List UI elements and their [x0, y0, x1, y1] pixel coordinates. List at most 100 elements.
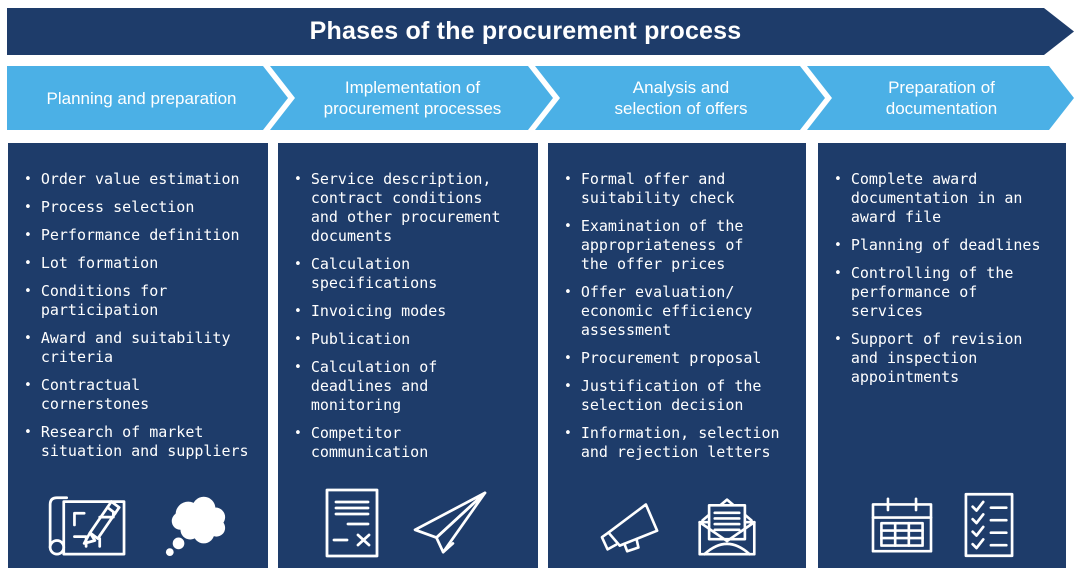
bullet-item: • Research of market situation and suppli… — [24, 423, 260, 461]
bullet-item: • Award and suitability criteria — [24, 329, 260, 367]
bullet-item: • Service description, contract condition… — [294, 170, 530, 246]
bullet-text: Conditions for participation — [40, 282, 168, 319]
bullet-marker: • — [294, 304, 302, 319]
phase-chevron-band: Planning and preparation Implementation … — [7, 66, 1074, 130]
bullet-item: • Formal offer and suitability check — [564, 170, 798, 208]
bullet-marker: • — [834, 266, 842, 281]
phase-label: Analysis and selection of offers — [614, 78, 748, 118]
bullet-item: • Calculation of deadlines and monitoring — [294, 358, 530, 415]
bullet-marker: • — [294, 172, 302, 187]
phase-label: Planning and preparation — [46, 88, 237, 108]
bullet-marker: • — [834, 238, 842, 253]
bullet-text: Offer evaluation/ economic efficiency as… — [580, 283, 753, 339]
paper-plane-icon — [409, 489, 491, 557]
bullet-text: Performance definition — [40, 226, 240, 244]
bullet-marker: • — [834, 172, 842, 187]
blueprint-pencil-icon — [47, 488, 133, 558]
column-analysis: • Formal offer and suitability check • Exam… — [548, 143, 806, 568]
bullet-item: • Controlling of the performance of servi… — [834, 264, 1058, 321]
phase-label: Preparation of documentation — [885, 78, 998, 118]
bullet-marker: • — [834, 332, 842, 347]
bullet-marker: • — [24, 331, 32, 346]
bullet-marker: • — [24, 378, 32, 393]
bullet-text: Process selection — [40, 198, 195, 216]
bullet-text: Invoicing modes — [310, 302, 447, 320]
bullet-marker: • — [564, 426, 572, 441]
bullet-list: • Service description, contract condition… — [278, 143, 538, 462]
open-envelope-letter-icon — [695, 494, 759, 558]
bullet-item: • Information, selection and rejection le… — [564, 424, 798, 462]
thought-bubble-icon — [163, 489, 229, 557]
bullet-list: • Complete award documentation in an awar… — [818, 143, 1066, 387]
bullet-item: • Competitor communication — [294, 424, 530, 462]
bullet-item: • Procurement proposal — [564, 349, 798, 368]
bullet-text: Procurement proposal — [580, 349, 762, 367]
bullet-text: Formal offer and suitability check — [580, 170, 735, 207]
bullet-text: Complete award documentation in an award… — [850, 170, 1023, 226]
bullet-item: • Process selection — [24, 198, 260, 217]
column-implementation: • Service description, contract condition… — [278, 143, 538, 568]
phase-chevron-documentation: Preparation of documentation — [807, 66, 1074, 130]
bullet-marker: • — [24, 200, 32, 215]
bullet-text: Research of market situation and supplie… — [40, 423, 249, 460]
bullet-marker: • — [294, 332, 302, 347]
bullet-marker: • — [24, 228, 32, 243]
bullet-marker: • — [564, 285, 572, 300]
bullet-text: Publication — [310, 330, 411, 348]
calendar-icon — [870, 496, 934, 554]
bullet-item: • Order value estimation — [24, 170, 260, 189]
bullet-text: Controlling of the performance of servic… — [850, 264, 1014, 320]
bullet-item: • Support of revision and inspection appo… — [834, 330, 1058, 387]
bullet-text: Competitor communication — [310, 424, 429, 461]
bullet-item: • Justification of the selection decision — [564, 377, 798, 415]
icon-row — [8, 488, 268, 558]
bullet-item: • Invoicing modes — [294, 302, 530, 321]
bullet-item: • Lot formation — [24, 254, 260, 273]
bullet-text: Calculation of deadlines and monitoring — [310, 358, 438, 414]
icon-row — [818, 492, 1066, 558]
bullet-text: Information, selection and rejection let… — [580, 424, 780, 461]
bullet-text: Examination of the appropriateness of th… — [580, 217, 744, 273]
bullet-marker: • — [564, 172, 572, 187]
icon-row — [548, 494, 806, 558]
bullet-item: • Contractual cornerstones — [24, 376, 260, 414]
bullet-text: Justification of the selection decision — [580, 377, 762, 414]
bullet-text: Planning of deadlines — [850, 236, 1041, 254]
bullet-item: • Offer evaluation/ economic efficiency a… — [564, 283, 798, 340]
column-planning: • Order value estimation • Process selectio… — [8, 143, 268, 568]
bullet-marker: • — [294, 257, 302, 272]
bullet-list: • Order value estimation • Process selectio… — [8, 143, 268, 461]
bullet-item: • Calculation specifications — [294, 255, 530, 293]
title-banner: Phases of the procurement process — [7, 8, 1074, 55]
bullet-text: Calculation specifications — [310, 255, 438, 292]
bullet-text: Support of revision and inspection appoi… — [850, 330, 1023, 386]
icon-row — [278, 488, 538, 558]
contract-document-icon — [325, 488, 379, 558]
bullet-marker: • — [294, 426, 302, 441]
phase-chevron-implementation: Implementation of procurement processes — [270, 66, 553, 130]
bullet-marker: • — [24, 172, 32, 187]
megaphone-icon — [595, 497, 665, 555]
bullet-item: • Conditions for participation — [24, 282, 260, 320]
bullet-text: Service description, contract conditions… — [310, 170, 501, 245]
bullet-marker: • — [294, 360, 302, 375]
bullet-marker: • — [24, 284, 32, 299]
phase-chevron-planning: Planning and preparation — [7, 66, 288, 130]
bullet-item: • Performance definition — [24, 226, 260, 245]
bullet-item: • Publication — [294, 330, 530, 349]
checklist-icon — [964, 492, 1014, 558]
page-title: Phases of the procurement process — [309, 17, 742, 45]
bullet-text: Award and suitability criteria — [40, 329, 231, 366]
phase-chevron-analysis: Analysis and selection of offers — [535, 66, 825, 130]
bullet-text: Lot formation — [40, 254, 159, 272]
bullet-text: Contractual cornerstones — [40, 376, 150, 413]
phase-label: Implementation of procurement processes — [323, 78, 502, 118]
bullet-marker: • — [24, 425, 32, 440]
column-documentation: • Complete award documentation in an awar… — [818, 143, 1066, 568]
bullet-list: • Formal offer and suitability check • Exam… — [548, 143, 806, 462]
bullet-marker: • — [564, 379, 572, 394]
bullet-text: Order value estimation — [40, 170, 240, 188]
bullet-marker: • — [564, 351, 572, 366]
bullet-marker: • — [24, 256, 32, 271]
